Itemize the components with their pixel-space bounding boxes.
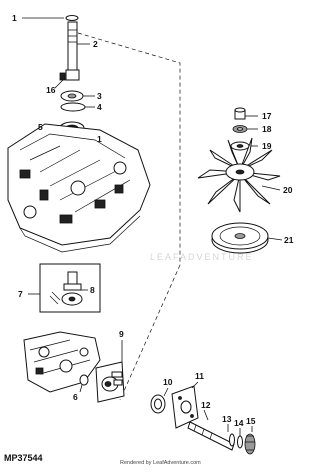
part-1-snap-ring [22, 15, 79, 21]
part-11-cover-plate [171, 381, 199, 429]
part-4-snap-ring [60, 102, 95, 112]
figure-reference-code: MP37544 [4, 453, 43, 463]
callout-2: 2 [93, 39, 98, 49]
callout-5: 5 [38, 122, 43, 132]
part-13-washer [227, 424, 235, 447]
part-14-snap-ring [237, 428, 243, 449]
callout-9: 9 [119, 329, 124, 339]
callout-19: 19 [262, 141, 272, 151]
callout-15: 15 [246, 416, 256, 426]
part-9-valve-kit [95, 340, 125, 403]
watermark: LEAFADVENTURE [150, 252, 254, 262]
part-12-output-shaft [187, 409, 235, 451]
callout-12: 12 [201, 400, 211, 410]
callout-8: 8 [90, 285, 95, 295]
callout-1: 1 [12, 13, 17, 23]
callout-14: 14 [234, 418, 244, 428]
callout-6: 6 [73, 392, 78, 402]
part-8-valve [49, 271, 88, 306]
part-6-o-ring [79, 374, 89, 393]
callout-labels: 1 2 16 3 4 5 1 17 18 19 20 21 7 8 9 6 10… [12, 13, 294, 428]
callout-16: 16 [46, 85, 56, 95]
callout-3: 3 [97, 91, 102, 101]
part-20-cooling-fan [197, 137, 281, 213]
part-16-key [54, 72, 66, 89]
part-10-seal [150, 387, 169, 414]
part-21-pulley [211, 222, 283, 254]
part-15-gear [244, 426, 256, 455]
transmission-housing-upper [7, 123, 151, 253]
callout-4: 4 [97, 102, 102, 112]
callout-17: 17 [262, 111, 272, 121]
rendering-credit: Rendered by LeafAdventure.com [120, 460, 201, 466]
callout-10: 10 [163, 377, 173, 387]
part-19-washer [230, 141, 258, 151]
callout-11: 11 [195, 371, 204, 381]
transmission-housing-lower [23, 331, 101, 393]
callout-13: 13 [222, 414, 232, 424]
exploded-parts-diagram: 1 2 16 3 4 5 1 17 18 19 20 21 7 8 9 6 10… [7, 13, 294, 455]
callout-1-lower: 1 [97, 134, 102, 144]
callout-21: 21 [284, 235, 294, 245]
part-17-nut [234, 107, 258, 120]
callout-20: 20 [283, 185, 293, 195]
part-2-input-shaft [65, 21, 90, 81]
callout-18: 18 [262, 124, 272, 134]
assembly-boundary-lines [77, 32, 181, 401]
part-3-washer [60, 90, 95, 102]
callout-7: 7 [18, 289, 23, 299]
part-18-washer [232, 125, 258, 133]
